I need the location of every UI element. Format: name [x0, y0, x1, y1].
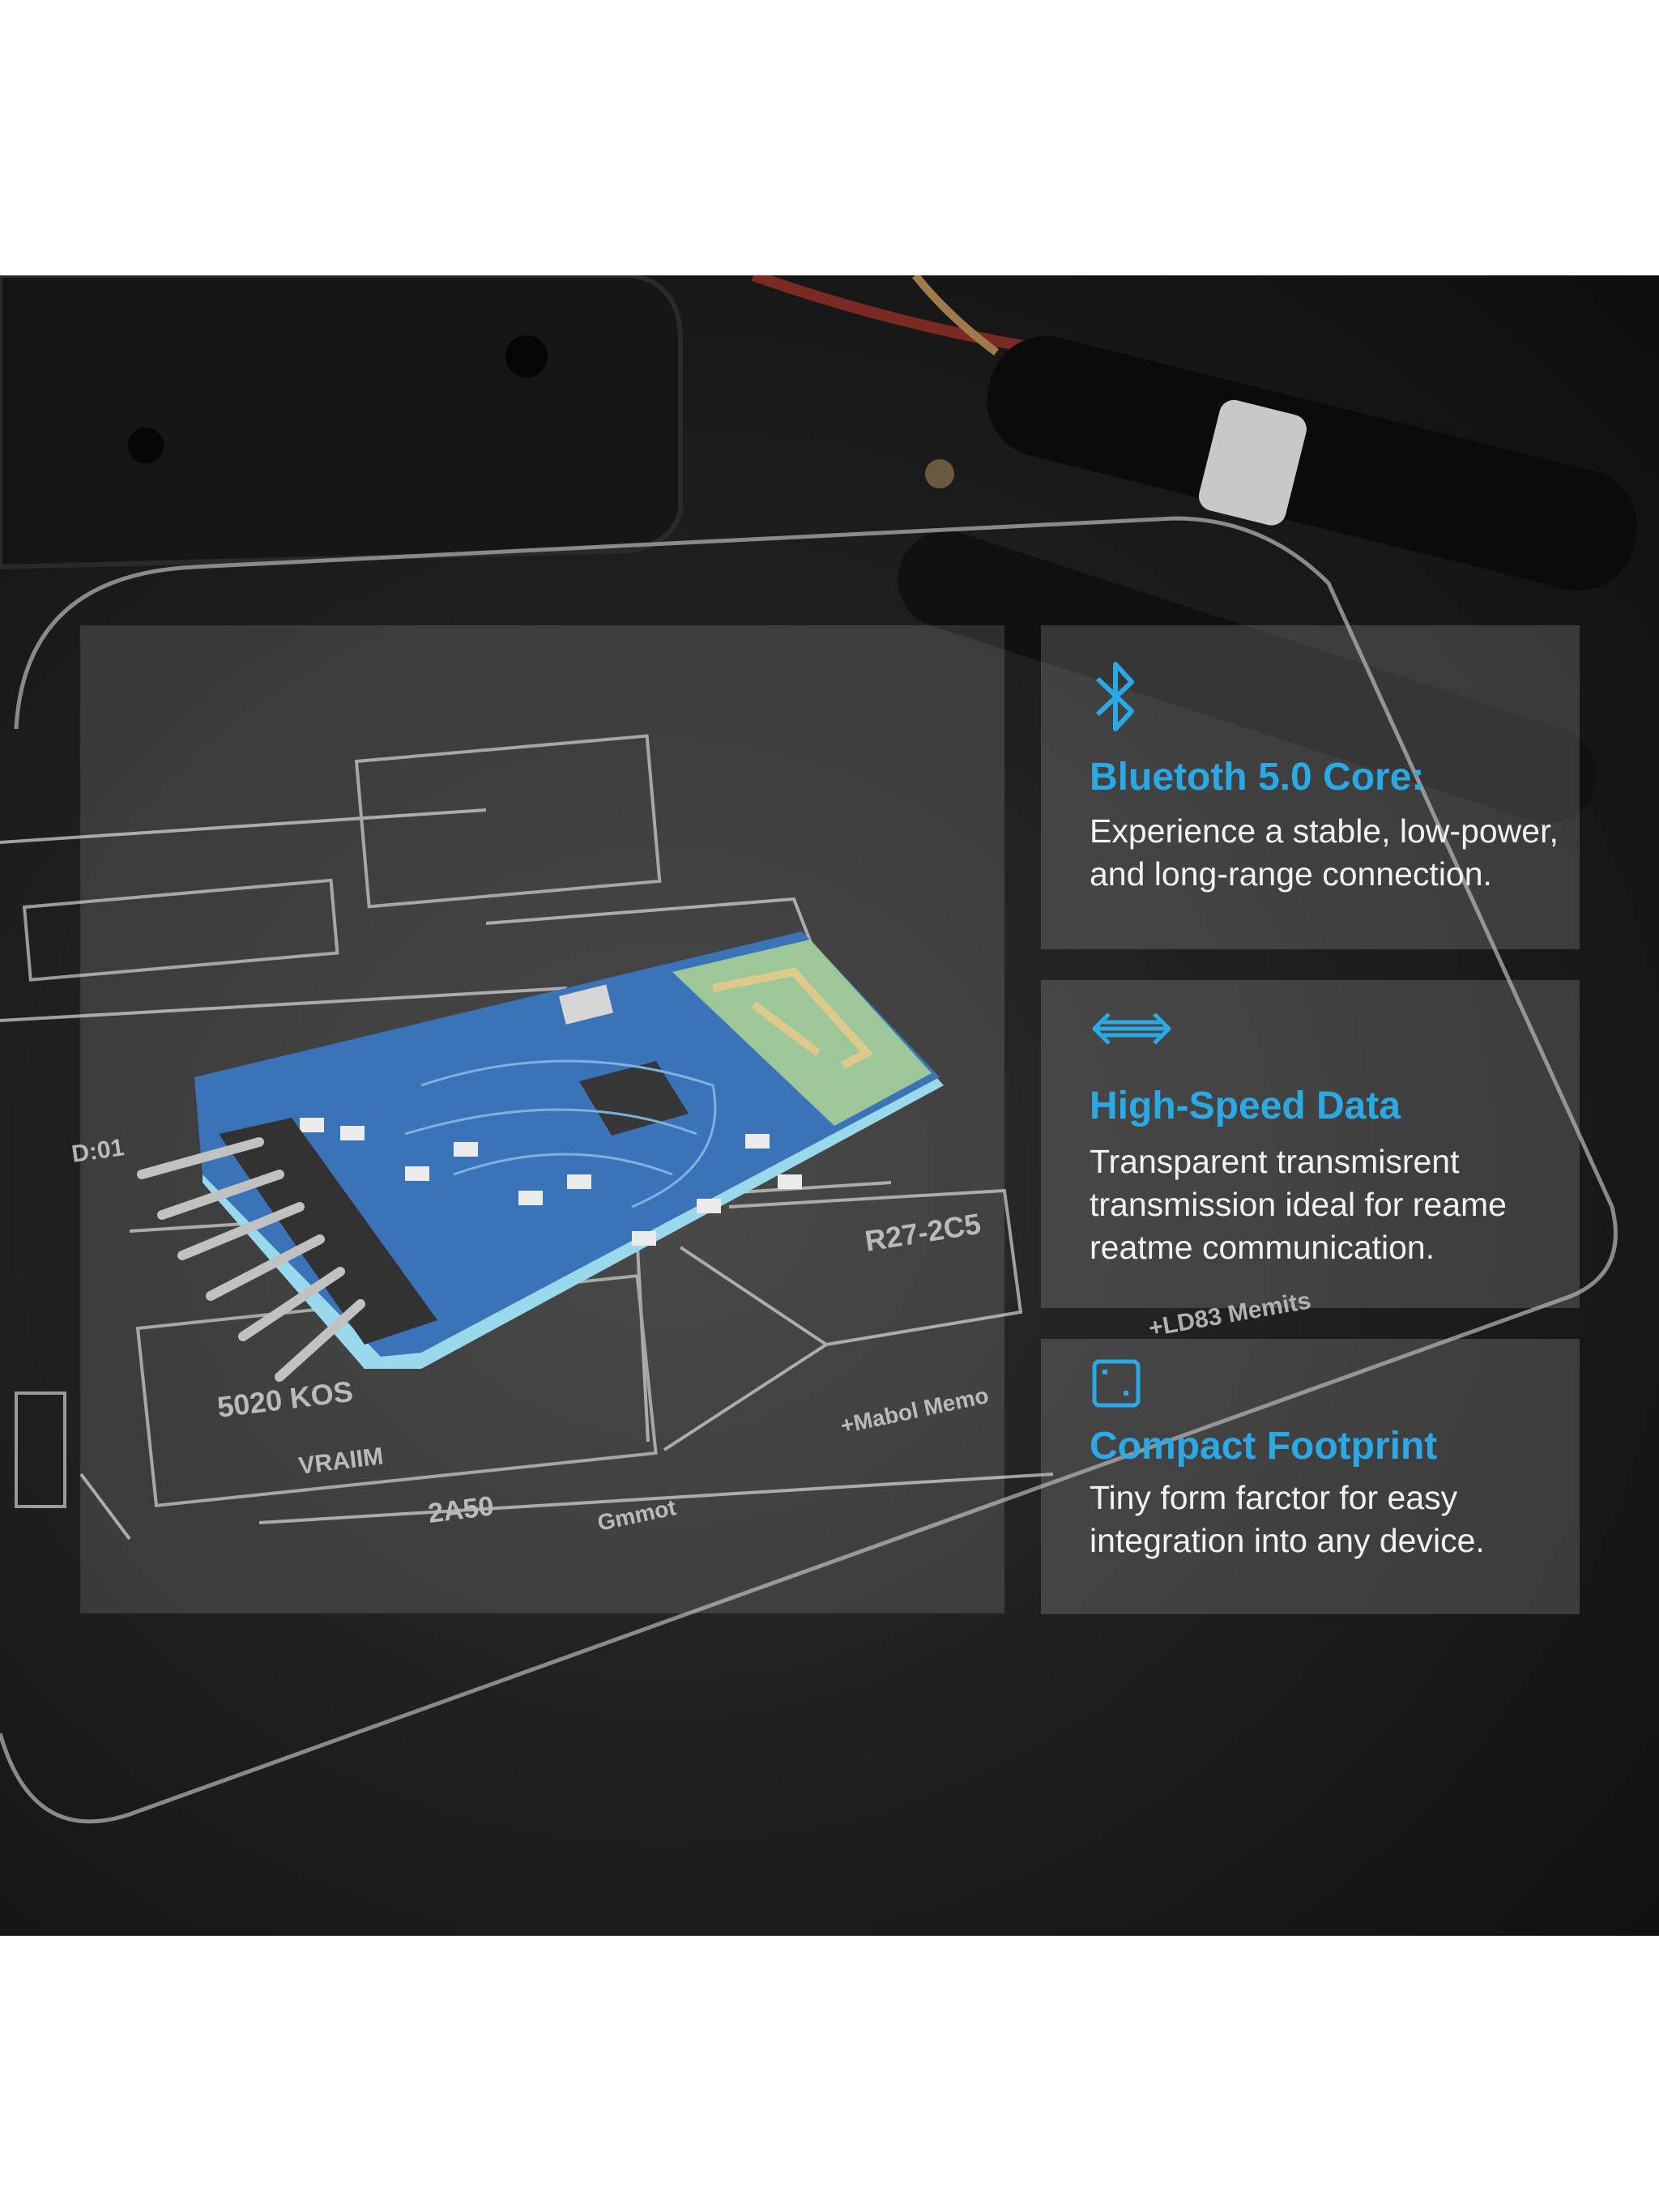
bluetooth-module — [137, 931, 944, 1382]
bluetooth-icon — [1095, 662, 1134, 731]
feature-description: Transparent transmisrent transmission id… — [1090, 1143, 1507, 1266]
feature-card-high-speed: High-Speed Data Transparent transmisrent… — [1041, 980, 1580, 1308]
feature-card-compact: Compact Footprint Tiny form farctor for … — [1041, 1339, 1580, 1614]
feature-card-bluetooth: Bluetoth 5.0 Core: Experience a stable, … — [1041, 625, 1580, 949]
product-scene: D:01 5020 KOS VRAIIM 2A50 R27-2C5 +LD83 … — [0, 275, 1659, 1936]
feature-description: Tiny form farctor for easy integration i… — [1090, 1479, 1485, 1559]
double-arrow-icon — [1092, 1012, 1171, 1045]
module-image-panel — [80, 625, 1004, 1613]
feature-description: Experience a stable, low-power, and long… — [1090, 812, 1559, 893]
schematic-background: D:01 5020 KOS VRAIIM 2A50 R27-2C5 +LD83 … — [0, 275, 1637, 1824]
feature-title: Bluetoth 5.0 Core: — [1090, 756, 1425, 799]
feature-title: High-Speed Data — [1090, 1085, 1401, 1127]
compact-square-icon — [1092, 1359, 1141, 1408]
feature-title: Compact Footprint — [1090, 1425, 1438, 1468]
